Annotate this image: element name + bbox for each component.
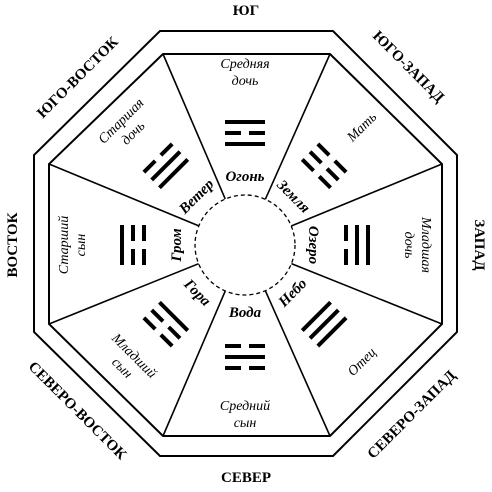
- yin-line-right: [344, 249, 348, 265]
- family-word: Старший: [57, 216, 72, 274]
- yin-line-right: [325, 167, 340, 182]
- yin-line-right: [317, 175, 332, 190]
- sector-south: Огонь Средняя дочь: [220, 57, 269, 185]
- yin-line-left: [344, 225, 348, 241]
- yin-line-right: [142, 316, 157, 331]
- yin-line-right: [150, 308, 165, 323]
- family-word: Средняя: [220, 57, 269, 72]
- center-circle: [194, 194, 296, 296]
- yin-line-left: [225, 131, 241, 135]
- yang-line: [120, 225, 124, 265]
- yin-line-left: [159, 333, 174, 348]
- yin-line-left: [131, 249, 135, 265]
- family-word: дочь: [232, 74, 259, 89]
- family-word: сын: [234, 416, 257, 431]
- sector-divider-7: [48, 262, 199, 325]
- trigram-name-east: Гром: [169, 228, 185, 262]
- sector-divider-8: [48, 163, 200, 227]
- yin-line-left: [249, 366, 265, 370]
- yin-line-right: [142, 225, 146, 241]
- direction-north: СЕВЕР: [221, 470, 271, 486]
- family-label-southwest: Мать: [344, 110, 380, 146]
- yin-line-left: [300, 158, 315, 173]
- direction-west: ЗАПАД: [471, 219, 487, 271]
- trigram-name-northeast: Гора: [180, 276, 214, 310]
- yang-line: [300, 300, 332, 332]
- yin-line-right: [131, 225, 135, 241]
- yin-line-left: [249, 344, 265, 348]
- family-word: Младший: [108, 330, 159, 381]
- trigram-lines-northwest: [300, 300, 348, 348]
- yin-line-right: [333, 159, 348, 174]
- family-word: сын: [74, 234, 89, 257]
- sector-dividers: [48, 53, 443, 437]
- yang-line: [316, 316, 348, 348]
- sector-divider-4: [291, 262, 443, 325]
- trigram-name-west: Озеро: [305, 226, 321, 264]
- family-word: Средний: [220, 399, 270, 414]
- octagon-outer: [33, 30, 458, 457]
- sector-divider-5: [264, 290, 331, 437]
- yang-line: [366, 225, 370, 265]
- trigram-lines-west: [344, 225, 370, 265]
- yang-line: [225, 120, 265, 124]
- yang-line: [225, 355, 265, 359]
- direction-northwest: СЕВЕРО-ЗАПАД: [365, 367, 460, 462]
- yang-line: [225, 142, 265, 146]
- yang-line: [158, 300, 190, 332]
- yang-line: [150, 150, 182, 182]
- family-word: Мать: [344, 110, 380, 146]
- yang-line: [355, 225, 359, 265]
- yin-line-left: [142, 249, 146, 265]
- direction-east: ВОСТОК: [5, 212, 21, 277]
- yin-line-left: [167, 325, 182, 340]
- family-label-south: Средняя дочь: [220, 57, 269, 89]
- yin-line-left: [316, 142, 331, 157]
- yang-line: [308, 308, 340, 340]
- sector-divider-6: [162, 290, 227, 437]
- yang-line: [158, 158, 190, 190]
- yin-line-right: [225, 366, 241, 370]
- family-label-northwest: Отец: [345, 345, 379, 379]
- sector-divider-3: [290, 163, 443, 227]
- sector-divider-1: [162, 53, 227, 200]
- yin-line-left: [142, 159, 157, 174]
- direction-south: ЮГ: [233, 3, 259, 19]
- trigram-name-south: Огонь: [225, 169, 264, 185]
- trigram-lines-north: [225, 344, 265, 370]
- trigram-lines-east: [120, 225, 146, 265]
- yin-line-right: [249, 131, 265, 135]
- family-word: Младшая: [418, 216, 433, 273]
- yin-line-left: [308, 150, 323, 165]
- trigram-lines-southwest: [300, 142, 348, 190]
- trigram-lines-northeast: [142, 300, 190, 348]
- yin-line-right: [159, 142, 174, 157]
- trigram-lines-south: [225, 120, 265, 146]
- family-word: Отец: [345, 345, 379, 379]
- trigram-lines-southeast: [142, 142, 190, 190]
- direction-southwest: ЮГО-ЗАПАД: [369, 28, 447, 106]
- direction-southeast: ЮГО-ВОСТОК: [34, 34, 122, 122]
- family-word: дочь: [401, 232, 416, 259]
- yin-line-right: [225, 344, 241, 348]
- family-label-north: Средний сын: [220, 399, 270, 431]
- trigram-name-north: Вода: [228, 305, 262, 321]
- trigram-name-northwest: Небо: [275, 276, 310, 311]
- sector-divider-2: [264, 53, 331, 200]
